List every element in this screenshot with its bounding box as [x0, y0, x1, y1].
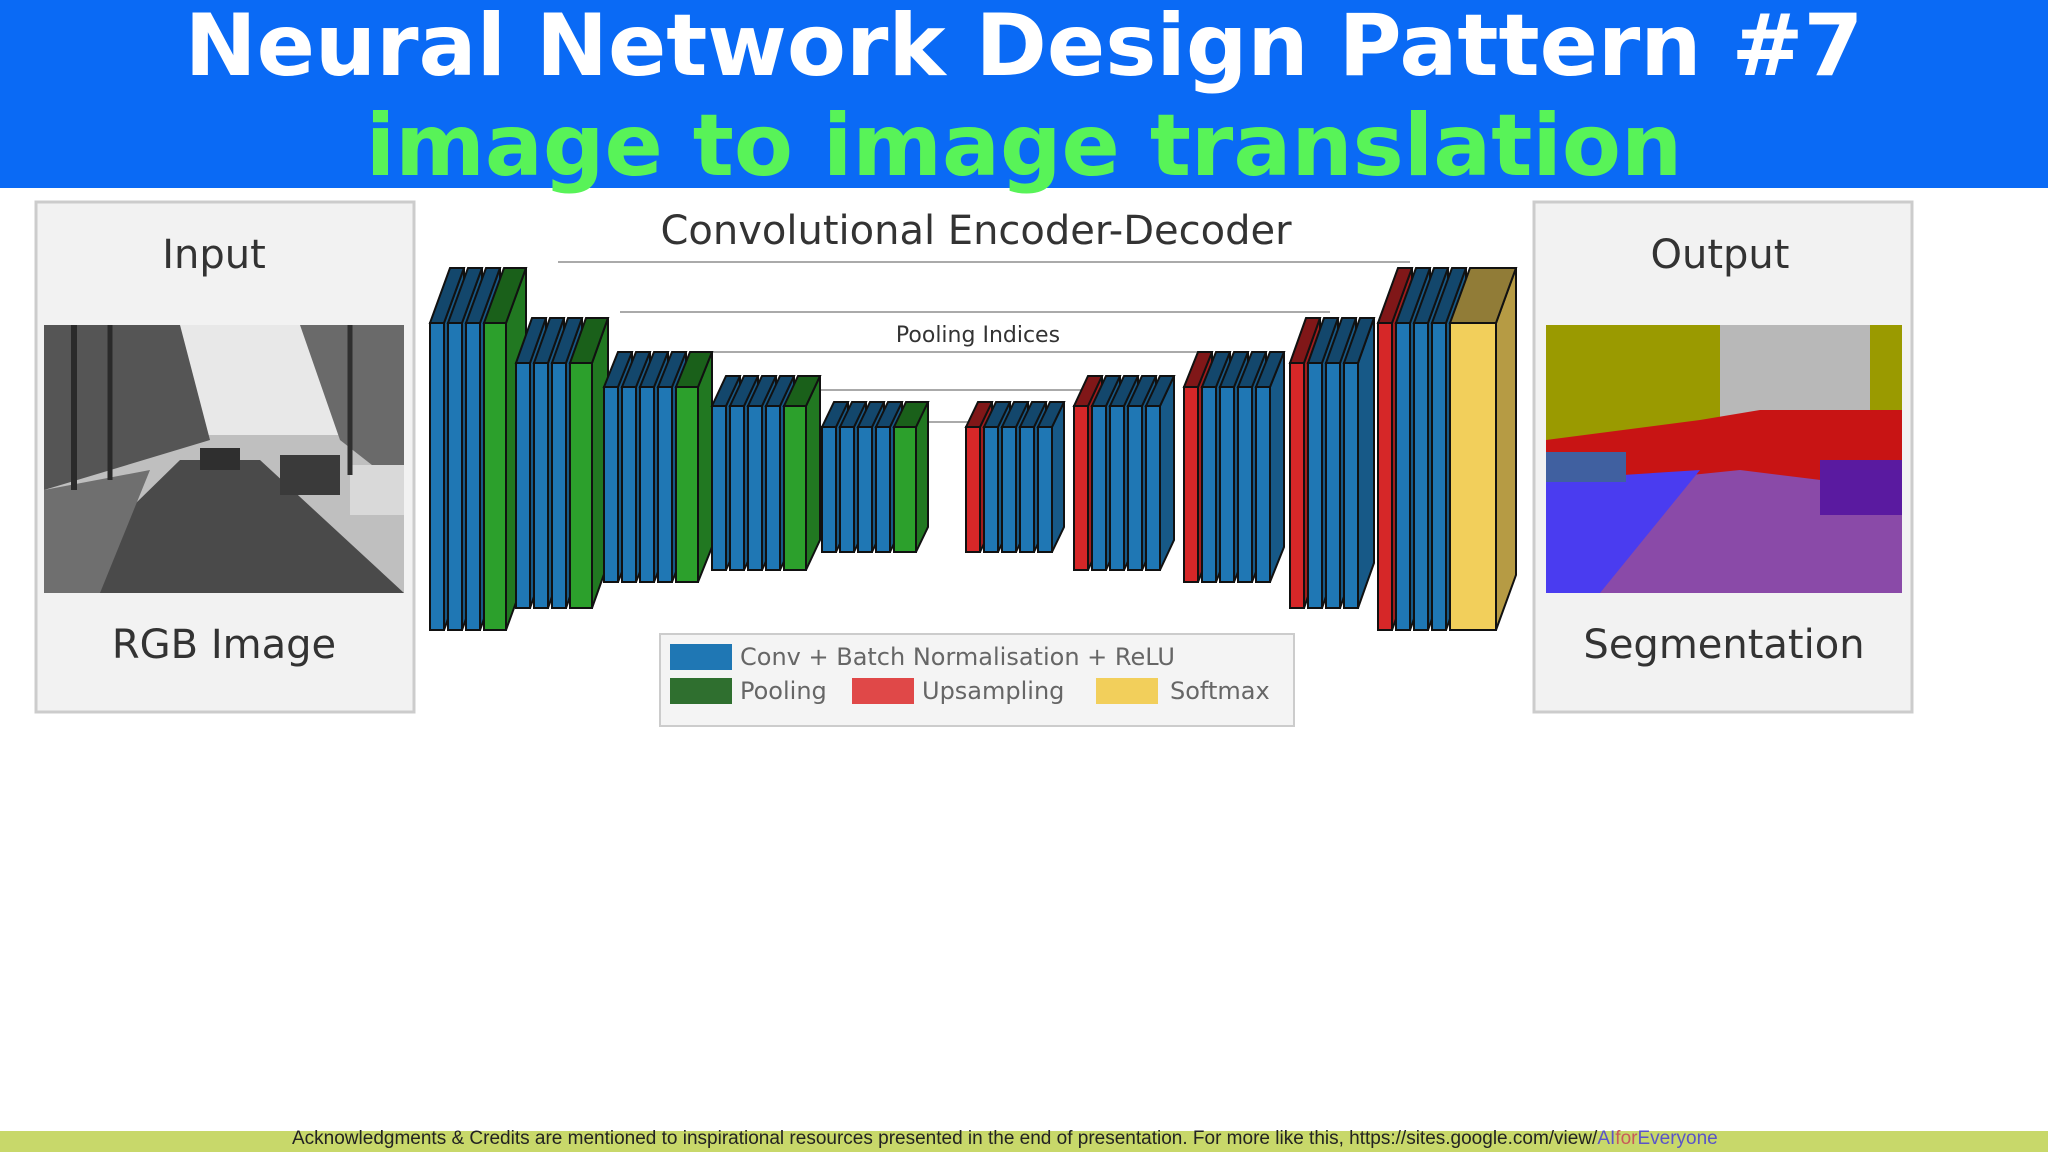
layer-slab	[1144, 375, 1176, 571]
footer-credits: Acknowledgments & Credits are mentioned …	[292, 1127, 1718, 1151]
footer-link-ai[interactable]: AI	[1597, 1128, 1616, 1149]
output-segmentation-map	[1546, 325, 1902, 593]
layer-slab	[674, 351, 714, 583]
input-rgb-image	[44, 325, 404, 593]
slide-subtitle: image to image translation	[365, 96, 1683, 196]
legend-label-softmax: Softmax	[1170, 677, 1270, 705]
layer-blocks	[428, 267, 1518, 631]
layer-slab	[782, 375, 822, 571]
input-panel-caption: RGB Image	[112, 622, 336, 668]
input-panel: Input RGB Image	[34, 200, 416, 714]
legend-label-pooling: Pooling	[740, 677, 827, 705]
footer-link-for[interactable]: for	[1615, 1128, 1638, 1149]
legend-label-conv: Conv + Batch Normalisation + ReLU	[740, 643, 1175, 671]
output-panel-caption: Segmentation	[1583, 622, 1864, 668]
pooling-indices-label: Pooling Indices	[896, 323, 1060, 348]
output-panel: Output Segmentation	[1532, 200, 1914, 714]
legend-swatch-pooling	[670, 678, 732, 704]
layer-slab	[1036, 401, 1066, 553]
legend-swatch-softmax	[1096, 678, 1158, 704]
input-panel-title: Input	[162, 232, 266, 278]
footer-credits-text: Acknowledgments & Credits are mentioned …	[292, 1128, 1350, 1149]
footer-bar: Acknowledgments & Credits are mentioned …	[0, 1128, 2048, 1152]
legend: Conv + Batch Normalisation + ReLU Poolin…	[659, 633, 1295, 727]
layer-slab	[1448, 267, 1518, 631]
slide-header: Neural Network Design Pattern #7 image t…	[0, 0, 2048, 196]
footer-link-everyone[interactable]: Everyone	[1637, 1128, 1718, 1149]
encoder-decoder-diagram: Input RGB Image Convolutional Encoder-De…	[34, 200, 1914, 727]
legend-swatch-upsampling	[852, 678, 914, 704]
diagram-title: Convolutional Encoder-Decoder	[660, 208, 1292, 254]
layer-slab	[892, 401, 930, 553]
layer-slab	[568, 317, 610, 609]
layer-slab	[1254, 351, 1286, 583]
layer-slab	[1342, 317, 1376, 609]
slide-title: Neural Network Design Pattern #7	[184, 0, 1864, 96]
output-panel-title: Output	[1651, 232, 1790, 278]
legend-swatch-conv	[670, 644, 732, 670]
footer-link-prefix[interactable]: https://sites.google.com/view/	[1349, 1128, 1598, 1149]
legend-label-upsampling: Upsampling	[922, 677, 1064, 705]
